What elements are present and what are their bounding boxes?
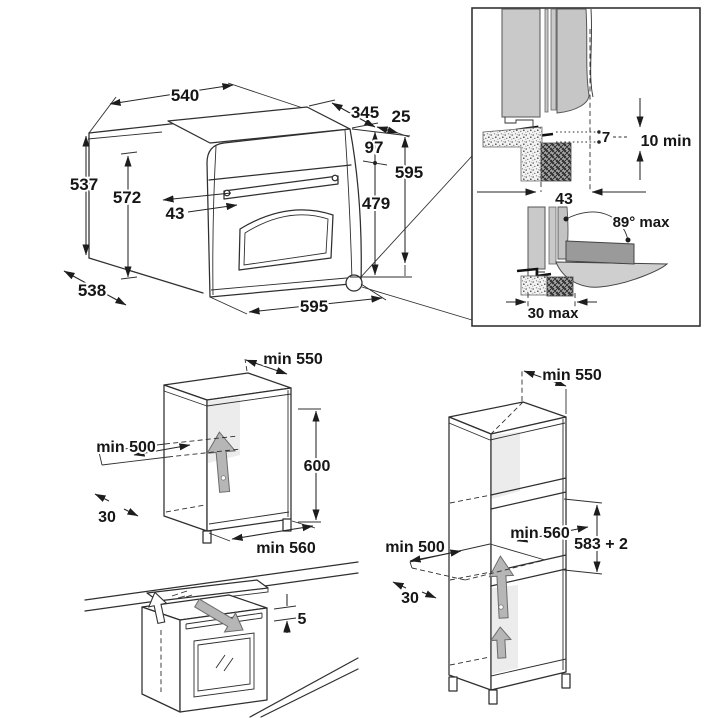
worktop-section [482, 126, 543, 182]
open-door-underside [555, 261, 669, 288]
base-cabinet-foot [202, 530, 212, 544]
oven-isometric-view: 540 345 25 97 479 595 5 [63, 82, 473, 321]
tall-cabinet-foot [488, 689, 498, 705]
dim-base-600: 600 [298, 408, 332, 523]
dim-tall-min560-label: min 560 [510, 525, 570, 542]
dim-595-right-label: 595 [395, 163, 423, 182]
inset-lower-section: 89° max 30 max [506, 206, 672, 324]
tall-cabinet-diagram: min 550 min 560 583 + 2 min 500 30 [383, 365, 630, 705]
dim-tall-min500-label: min 500 [385, 539, 445, 556]
dim-base-min500-label: min 500 [96, 439, 156, 456]
dim-537-label: 537 [70, 175, 98, 194]
dim-595-bottom: 595 [209, 283, 387, 318]
dim-43-recess-label: 43 [555, 191, 573, 208]
dim-tall-30: 30 [392, 581, 437, 609]
dim-7: 7 [556, 127, 627, 148]
dim-30max-label: 30 max [528, 305, 580, 322]
airflow-arrow-tall-2 [489, 626, 512, 659]
callout-leader-top [359, 155, 473, 279]
dim-479-label: 479 [362, 194, 390, 213]
airflow-arrow-tall-1 [488, 555, 515, 619]
dim-base-min550-label: min 550 [263, 351, 323, 368]
airflow-arrow-base [206, 431, 237, 493]
dim-base-600-label: 600 [304, 458, 331, 475]
open-door-slab [565, 240, 635, 265]
dim-345: 345 [308, 99, 381, 129]
dim-tall-min550: min 550 [521, 365, 604, 414]
dim-base-min560-label: min 560 [256, 540, 316, 557]
dim-gap-5: 5 [273, 594, 309, 633]
dim-tall-min550-label: min 550 [542, 367, 602, 384]
dim-10min: 10 min [636, 98, 693, 180]
dim-43-handle-label: 43 [166, 204, 185, 223]
dim-595-right: 595 [350, 136, 425, 278]
dim-540: 540 [109, 83, 234, 107]
under-oven-window [193, 632, 255, 698]
dim-572: 572 [111, 151, 143, 280]
dim-tall-583: 583 + 2 [563, 498, 630, 575]
dim-base-30-label: 30 [98, 509, 116, 526]
dim-gap-5-label: 5 [298, 611, 307, 628]
dim-89max-label: 89° max [613, 214, 671, 231]
dim-595-bottom-label: 595 [300, 297, 328, 316]
dim-97-label: 97 [365, 138, 384, 157]
dim-base-min500: min 500 [94, 435, 242, 466]
oven-handle [223, 174, 339, 200]
vent-arrow-up [147, 591, 168, 625]
dim-tall-min560: min 560 [508, 523, 589, 544]
tall-cabinet-side [448, 416, 492, 691]
tall-cabinet-foot [448, 676, 458, 692]
oven-front-face [206, 128, 362, 298]
dim-tall-min500: min 500 [383, 537, 546, 581]
insert-arrow [194, 598, 244, 633]
dim-base-min560: min 560 [208, 520, 318, 559]
dim-345-label: 345 [351, 103, 379, 122]
dim-base-min550: min 550 [244, 349, 325, 375]
door-profile [556, 8, 590, 114]
dim-tall-30-label: 30 [401, 590, 419, 607]
dim-43-recess: 43 [477, 176, 646, 210]
dim-538: 538 [63, 270, 127, 306]
dim-537: 537 [68, 135, 100, 256]
base-cabinet-side [163, 384, 208, 532]
dim-572-label: 572 [113, 188, 141, 207]
dim-538-label: 538 [78, 281, 106, 300]
dim-7-label: 7 [602, 129, 610, 146]
tall-cabinet-foot [561, 673, 571, 689]
dim-43-handle: 43 [162, 192, 238, 225]
dim-25-label: 25 [392, 107, 411, 126]
inset-upper-section: 7 10 min 43 [477, 8, 693, 210]
oven-door-window [238, 209, 334, 271]
control-panel-line [208, 164, 352, 181]
dim-540-label: 540 [171, 86, 199, 105]
callout-leader-bottom [361, 286, 473, 321]
dim-base-30: 30 [94, 493, 139, 528]
seal-strip-section [540, 142, 572, 182]
dim-30max: 30 max [506, 293, 597, 324]
oven-body [167, 106, 363, 298]
oven-frame-profile [501, 8, 541, 118]
detail-callout-circle [345, 274, 363, 292]
dim-10min-label: 10 min [641, 133, 692, 150]
dim-97-479: 97 479 [351, 128, 411, 276]
base-cabinet-diagram: min 550 600 min 500 30 min 560 [94, 349, 332, 559]
dim-89max: 89° max [563, 211, 672, 243]
door-detail-inset: 7 10 min 43 [471, 7, 701, 327]
dim-tall-583-label: 583 + 2 [574, 536, 628, 553]
dim-25: 25 [376, 105, 412, 138]
under-worktop-diagram: 5 [84, 561, 359, 718]
